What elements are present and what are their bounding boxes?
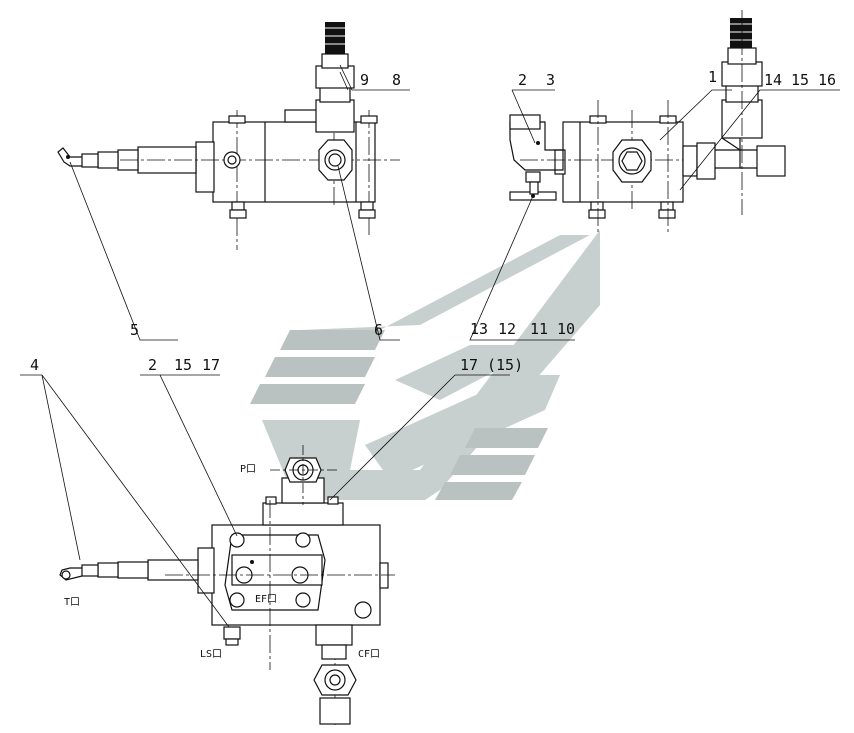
callout-17-p: 17 [460, 356, 478, 374]
bottom-view: 4 2 15 17 17 (15) P口 T口 EF口 LS口 CF口 [20, 356, 523, 725]
callout-6: 6 [374, 321, 383, 339]
port-label-p: P口 [240, 464, 256, 475]
callout-15-bottom: 15 [174, 356, 192, 374]
callout-8: 8 [392, 71, 401, 89]
port-label-ef: EF口 [255, 594, 277, 605]
port-label-t: T口 [64, 597, 80, 608]
callout-2-top: 2 [518, 71, 527, 89]
port-label-ls: LS口 [200, 649, 222, 660]
callout-10: 10 [557, 320, 575, 338]
callout-14: 14 [764, 71, 782, 89]
watermark-logo [250, 230, 600, 500]
callout-3: 3 [546, 71, 555, 89]
top-right-view: 2 3 1 14 15 16 13 12 11 10 [469, 10, 840, 341]
callout-17-bottom: 17 [202, 356, 220, 374]
callout-16: 16 [818, 71, 836, 89]
callout-11: 11 [530, 320, 548, 338]
callout-9: 9 [360, 71, 369, 89]
callout-1: 1 [708, 68, 717, 86]
callout-4: 4 [30, 356, 39, 374]
top-left-view: 5 6 9 8 [57, 22, 410, 341]
callout-13: 13 [470, 320, 488, 338]
callout-15-top: 15 [791, 71, 809, 89]
callout-2-bottom: 2 [148, 356, 157, 374]
port-label-cf: CF口 [358, 649, 380, 660]
callout-12: 12 [498, 320, 516, 338]
callout-15-paren: (15) [487, 356, 523, 374]
callout-5: 5 [130, 321, 139, 339]
